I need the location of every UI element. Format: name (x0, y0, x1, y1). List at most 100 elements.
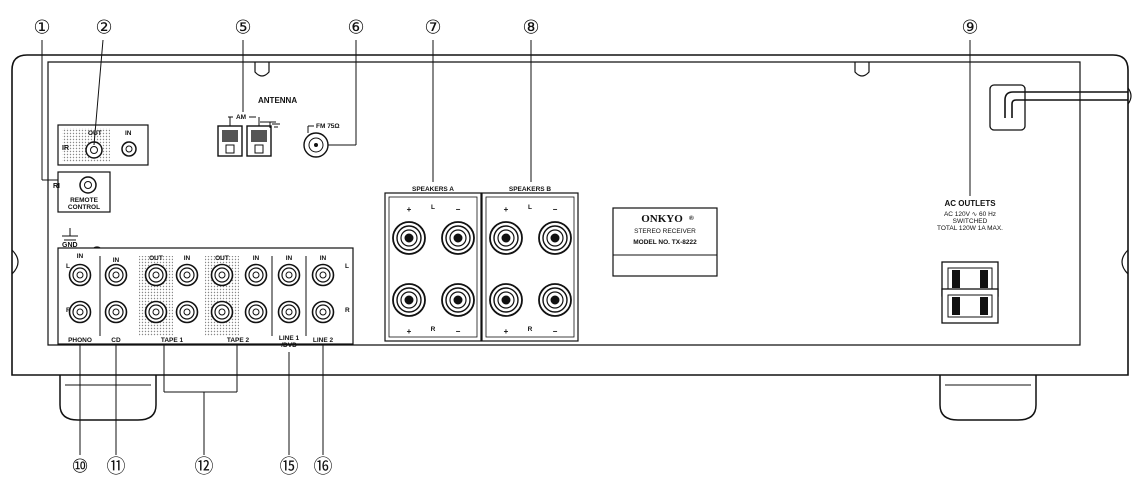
rca-jack (311, 300, 335, 324)
model-number: MODEL NO. TX-8222 (633, 239, 697, 246)
ac-line2: SWITCHED (953, 218, 988, 225)
ac-outlets-block: AC OUTLETS AC 120V ∿ 60 Hz SWITCHED TOTA… (937, 199, 1003, 324)
rca-jack (175, 300, 199, 324)
speakers-a-plus-bottom: + (407, 327, 412, 336)
line1-dvd-label: /DVD (281, 342, 297, 349)
rca-jack (311, 263, 335, 287)
rca-jack (68, 300, 92, 324)
speaker-terminals (392, 221, 572, 317)
speakers-b-l: L (528, 204, 532, 211)
callout-1: ① (33, 18, 58, 181)
callout-15: ⑮ (279, 352, 299, 478)
callout-8: ⑧ (522, 18, 540, 182)
speaker-binding-post (441, 221, 475, 255)
callout-9: ⑨ (961, 18, 979, 196)
tape2-in-label: IN (253, 255, 260, 262)
rca-jack (244, 263, 268, 287)
callout-2-label: ② (95, 18, 112, 39)
rca-jack (277, 263, 301, 287)
side-label-r-left: R (66, 307, 71, 314)
rca-jack (144, 263, 168, 287)
callout-10-label: ⑩ (71, 457, 88, 478)
callout-2: ② (93, 18, 113, 146)
phono-in-label: IN (77, 253, 84, 260)
callout-5-label: ⑤ (234, 18, 251, 39)
tape1-in-label: IN (184, 255, 191, 262)
rca-jack (104, 300, 128, 324)
chassis (11, 54, 1129, 376)
rca-jack (244, 300, 268, 324)
brand-name: ONKYO (641, 213, 683, 225)
right-foot (939, 375, 1037, 421)
speakers-b-plus-bottom: + (504, 327, 509, 336)
callout-7-label: ⑦ (424, 18, 441, 39)
callout-16-label: ⑯ (313, 456, 332, 478)
ri-remote-control-block: RI REMOTE CONTROL (53, 171, 111, 213)
ac-outlets-title: AC OUTLETS (944, 199, 996, 208)
cd-label: CD (111, 337, 121, 344)
ac-line3: TOTAL 120W 1A MAX. (937, 225, 1003, 232)
side-label-r-right: R (345, 307, 350, 314)
speaker-binding-post (392, 221, 426, 255)
tape2-label: TAPE 2 (227, 337, 250, 344)
callout-12: ⑫ (163, 345, 238, 478)
line1-in-label: IN (286, 255, 293, 262)
rca-jack (210, 263, 234, 287)
fm-antenna-jack: FM 75Ω (303, 123, 340, 158)
line1-label: LINE 1 (279, 335, 300, 342)
callout-1-label: ① (33, 18, 50, 39)
speaker-binding-post (392, 283, 426, 317)
speakers-b-title: SPEAKERS B (509, 186, 552, 193)
gnd-label: GND (62, 242, 78, 249)
tape1-out-label: OUT (149, 255, 163, 262)
am-label: AM (236, 114, 246, 121)
ir-in-label: IN (125, 130, 132, 137)
speakers-b-minus-bottom: − (553, 327, 558, 336)
callout-12-label: ⑫ (194, 456, 213, 478)
cd-in-label: IN (113, 257, 120, 264)
speakers-a-title: SPEAKERS A (412, 186, 454, 193)
power-cord (989, 84, 1132, 131)
ir-label: IR (62, 145, 69, 152)
callout-numbers: ① ② ⑤ ⑥ ⑦ ⑧ ⑨ ⑩ (33, 18, 978, 478)
nameplate: ONKYO ® STEREO RECEIVER MODEL NO. TX-822… (612, 207, 718, 277)
callout-16: ⑯ (313, 345, 333, 478)
speakers-b-r: R (528, 326, 533, 333)
audio-inputs-panel: L R L R IN IN OUT IN OUT IN IN IN PHONO … (57, 247, 354, 349)
tape2-out-label: OUT (215, 255, 229, 262)
rca-jack (104, 263, 128, 287)
speakers-b-block: SPEAKERS B + L − + R − (481, 186, 579, 342)
speaker-binding-post (538, 221, 572, 255)
speaker-binding-post (441, 283, 475, 317)
side-label-l-right: L (345, 263, 349, 270)
left-foot (59, 375, 157, 421)
ac-line1: AC 120V ∿ 60 Hz (944, 211, 996, 218)
fm-label: FM 75Ω (316, 123, 340, 130)
callout-6-label: ⑥ (347, 18, 364, 39)
rca-jack (210, 300, 234, 324)
speakers-a-l: L (431, 204, 435, 211)
speakers-a-minus-top: − (456, 205, 461, 214)
speakers-a-minus-bottom: − (456, 327, 461, 336)
rca-jack (175, 263, 199, 287)
speaker-binding-post (489, 221, 523, 255)
rca-jack (68, 263, 92, 287)
speakers-a-plus-top: + (407, 205, 412, 214)
callout-11: ⑪ (106, 345, 126, 478)
nameplate-line1: STEREO RECEIVER (634, 228, 696, 235)
rca-jacks (68, 263, 335, 324)
phono-label: PHONO (68, 337, 92, 344)
callout-8-label: ⑧ (522, 18, 539, 39)
speaker-binding-post (538, 283, 572, 317)
speaker-binding-post (489, 283, 523, 317)
rca-jack (277, 300, 301, 324)
ri-caption-1: REMOTE (70, 197, 98, 204)
speakers-b-minus-top: − (553, 205, 558, 214)
speakers-b-plus-top: + (504, 205, 509, 214)
line2-in-label: IN (320, 255, 327, 262)
am-antenna-terminals: ANTENNA AM (217, 96, 297, 157)
callout-7: ⑦ (424, 18, 442, 182)
ri-caption-2: CONTROL (68, 204, 100, 211)
callout-5: ⑤ (234, 18, 252, 112)
